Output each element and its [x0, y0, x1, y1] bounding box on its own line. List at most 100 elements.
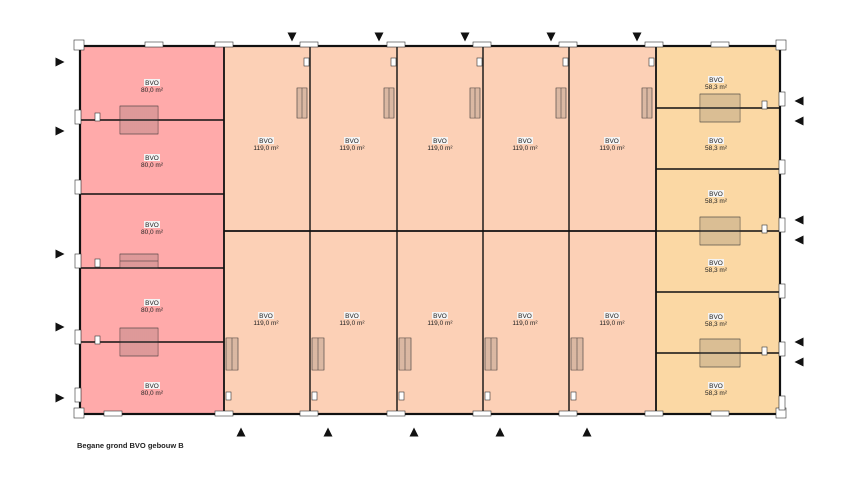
unit-area: 119,0 m² [599, 145, 625, 152]
door [761, 100, 768, 110]
facade-column [710, 41, 730, 48]
door-leaf [94, 258, 101, 268]
entrance-arrow-right [55, 249, 65, 259]
unit-area: 119,0 m² [253, 320, 279, 327]
facade-column [775, 39, 787, 51]
facade-column [778, 341, 786, 357]
label-background [708, 137, 724, 144]
unit-name: BVO [605, 138, 619, 145]
unit-name: BVO [433, 313, 447, 320]
door [94, 112, 101, 122]
entrance-arrow-up [495, 427, 505, 437]
entrance-arrow-down [460, 32, 470, 42]
unit-area: 80,0 m² [141, 229, 164, 236]
label-background [604, 312, 620, 319]
unit-name: BVO [145, 383, 159, 390]
entrance-arrow-right [55, 393, 65, 403]
entrance-arrow-down [374, 32, 384, 42]
door-leaf [398, 391, 405, 401]
facade-column [644, 410, 664, 417]
unit-name: BVO [709, 260, 723, 267]
stair [383, 87, 395, 119]
unit-area: 58,3 m² [705, 321, 728, 328]
label-background [708, 382, 724, 389]
door-leaf [94, 335, 101, 345]
facade-column [299, 410, 319, 417]
unit-area: 58,3 m² [705, 390, 728, 397]
label-background [258, 312, 274, 319]
door [94, 335, 101, 345]
plan-caption: Begane grond BVO gebouw B [77, 441, 184, 450]
unit-name: BVO [709, 314, 723, 321]
facade-column [472, 41, 492, 48]
unit-name: BVO [345, 138, 359, 145]
door [390, 57, 397, 67]
door [570, 391, 577, 401]
entrance-arrow-left [794, 116, 804, 126]
stair [484, 337, 498, 371]
door [303, 57, 310, 67]
label-background [144, 154, 160, 161]
stair [570, 337, 584, 371]
entrance-arrow-up [409, 427, 419, 437]
label-background [144, 382, 160, 389]
facade-column [214, 410, 234, 417]
door [648, 57, 655, 67]
door [476, 57, 483, 67]
entrance-arrow-right [55, 322, 65, 332]
unit-name: BVO [518, 313, 532, 320]
unit-name: BVO [709, 77, 723, 84]
stair [296, 87, 308, 119]
stair [225, 337, 239, 371]
label-background [708, 76, 724, 83]
unit-area: 119,0 m² [427, 145, 453, 152]
door-leaf [761, 100, 768, 110]
door [398, 391, 405, 401]
facade-column [73, 39, 85, 51]
door-leaf [761, 346, 768, 356]
entrance-arrow-down [546, 32, 556, 42]
facade-column [144, 41, 164, 48]
label-background [144, 221, 160, 228]
facade-column [472, 410, 492, 417]
facade-column [710, 410, 730, 417]
facade-column [778, 217, 786, 233]
unit-area: 119,0 m² [599, 320, 625, 327]
label-background [432, 312, 448, 319]
unit-name: BVO [605, 313, 619, 320]
facade-column [386, 41, 406, 48]
facade-column [778, 159, 786, 175]
unit-area: 80,0 m² [141, 390, 164, 397]
facade-column [778, 91, 786, 107]
label-background [258, 137, 274, 144]
entrance-arrow-down [287, 32, 297, 42]
unit-name: BVO [145, 155, 159, 162]
label-background [144, 299, 160, 306]
unit-area: 58,3 m² [705, 84, 728, 91]
unit-name: BVO [709, 138, 723, 145]
unit-area: 119,0 m² [512, 145, 538, 152]
unit-name: BVO [145, 80, 159, 87]
stair [641, 87, 653, 119]
unit-area: 58,3 m² [705, 267, 728, 274]
entrance-arrow-up [323, 427, 333, 437]
stair [699, 93, 741, 123]
entrance-arrow-left [794, 337, 804, 347]
door-leaf [484, 391, 491, 401]
